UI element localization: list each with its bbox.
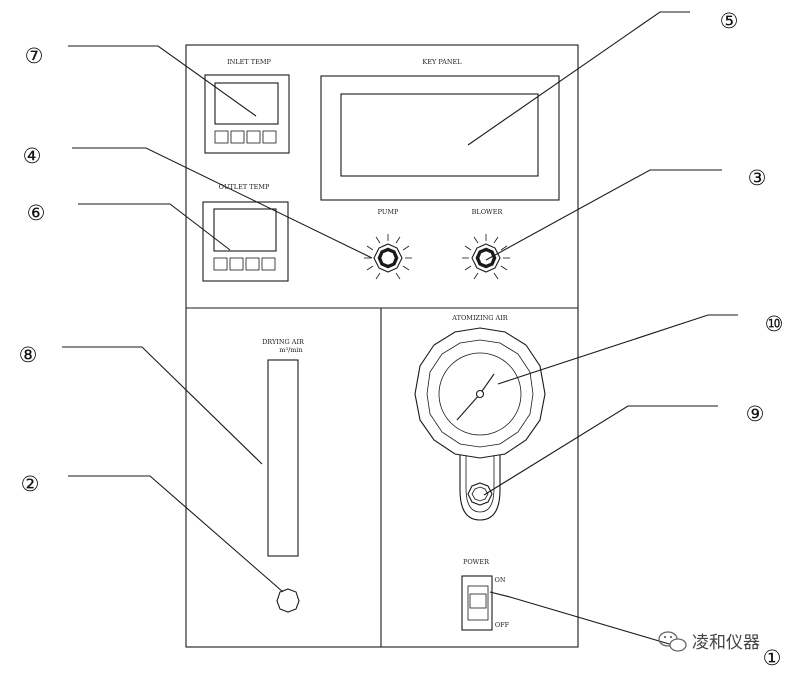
callout-6: ⑥: [27, 201, 46, 225]
atomizing-air-gauge: ATOMIZING AIR: [414, 314, 546, 521]
leader-lines: [62, 11, 738, 647]
power-switch: POWER ON OFF: [461, 558, 510, 631]
pump-label: PUMP: [378, 208, 399, 216]
outlet-temp-controller: OUTLET TEMP: [202, 183, 289, 282]
drying-air-unit: m³/min: [279, 346, 302, 354]
drying-air-label: DRYING AIR: [262, 338, 305, 346]
outlet-temp-label: OUTLET TEMP: [219, 183, 270, 191]
callout-1: ①: [763, 646, 782, 670]
drying-air-flowmeter: DRYING AIR m³/min: [262, 338, 305, 557]
blower-knob: BLOWER: [462, 208, 510, 280]
atomizing-air-label: ATOMIZING AIR: [451, 314, 509, 322]
power-label: POWER: [463, 558, 490, 566]
switch-off-label: OFF: [495, 621, 510, 629]
inlet-temp-controller: INLET TEMP: [204, 58, 290, 154]
key-panel: KEY PANEL: [320, 58, 560, 201]
key-panel-label: KEY PANEL: [422, 58, 462, 66]
wechat-icon: [658, 631, 687, 652]
callout-7: ⑦: [25, 44, 44, 68]
callout-2: ②: [21, 472, 40, 496]
pump-knob: PUMP: [364, 208, 412, 280]
switch-on-label: ON: [494, 576, 505, 584]
callout-4: ④: [23, 144, 42, 168]
callout-9: ⑨: [746, 402, 765, 426]
callout-5: ⑤: [720, 9, 739, 33]
cabinet-outline: [185, 44, 579, 648]
watermark-text: 凌和仪器: [692, 633, 760, 653]
callout-3: ③: [748, 166, 767, 190]
drying-air-outlet: [276, 588, 300, 613]
watermark: 凌和仪器: [658, 631, 760, 653]
blower-label: BLOWER: [472, 208, 504, 216]
callout-8: ⑧: [19, 343, 38, 367]
callout-10: ⑩: [765, 312, 784, 336]
inlet-temp-label: INLET TEMP: [227, 58, 271, 66]
